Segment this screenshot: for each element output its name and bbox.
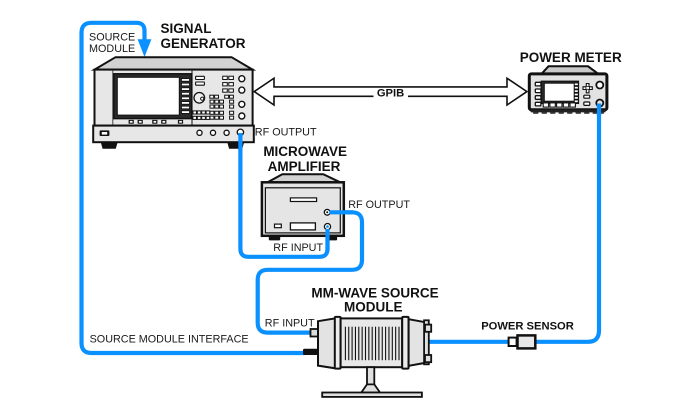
svg-text:RF OUTPUT: RF OUTPUT (348, 199, 410, 211)
svg-text:MODULE: MODULE (344, 300, 403, 315)
svg-text:MICROWAVE: MICROWAVE (263, 144, 347, 159)
svg-text:SOURCE MODULE INTERFACE: SOURCE MODULE INTERFACE (90, 334, 249, 346)
svg-text:AMPLIFIER: AMPLIFIER (268, 159, 341, 174)
svg-text:GENERATOR: GENERATOR (161, 36, 246, 51)
svg-text:RF INPUT: RF INPUT (265, 318, 315, 330)
svg-text:POWER SENSOR: POWER SENSOR (481, 321, 574, 333)
svg-text:MODULE: MODULE (89, 43, 135, 55)
svg-text:RF INPUT: RF INPUT (273, 242, 323, 254)
svg-text:SOURCE: SOURCE (89, 32, 135, 44)
svg-text:GPIB: GPIB (377, 88, 404, 100)
svg-text:MM-WAVE SOURCE: MM-WAVE SOURCE (311, 286, 438, 301)
svg-text:SIGNAL: SIGNAL (161, 21, 212, 36)
svg-text:RF OUTPUT: RF OUTPUT (255, 127, 317, 139)
svg-text:POWER METER: POWER METER (520, 50, 622, 65)
